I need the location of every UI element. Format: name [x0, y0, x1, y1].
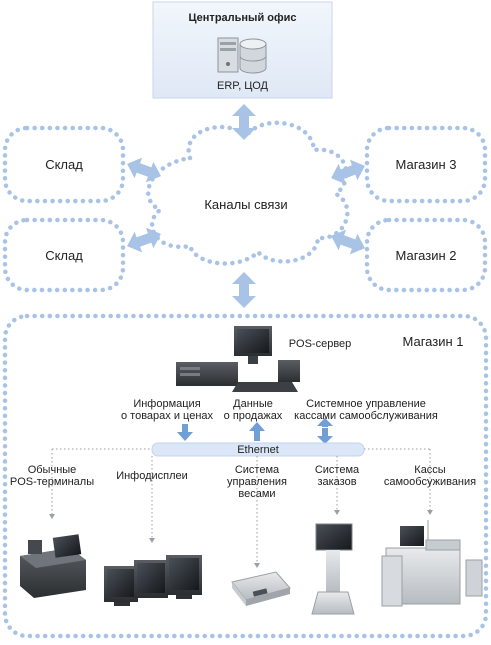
database-icon — [239, 38, 267, 74]
arrow-sales-data — [249, 422, 265, 441]
pos-terminal-icon — [20, 534, 86, 598]
order-kiosk-icon — [311, 523, 355, 615]
central-office — [152, 1, 333, 99]
store3-label: Магазин 3 — [395, 157, 457, 172]
device-self-checkout-line2: самообсуживания — [383, 476, 477, 488]
arrow-goods-info — [177, 424, 193, 441]
store2-label: Магазин 2 — [395, 248, 457, 263]
cloud-label: Каналы связи — [204, 197, 288, 212]
warehouse-bottom-label: Склад — [45, 248, 83, 263]
arrow-warehouse-bottom-cloud — [127, 227, 161, 253]
arrow-store3-cloud — [331, 159, 365, 185]
self-checkout-icon — [381, 520, 483, 607]
arrow-self-checkout-control — [317, 418, 333, 444]
store1-box — [2, 313, 489, 639]
arrow-cloud-store1 — [232, 272, 256, 308]
scale-icon — [231, 571, 291, 606]
pos-server-icon — [176, 326, 300, 392]
device-scales-line1: Система — [234, 464, 280, 476]
device-scales-line3: весами — [238, 488, 276, 500]
flow-self-checkout-line1: Системное управление — [306, 398, 426, 410]
device-pos-line2: POS-терминалы — [9, 476, 95, 488]
warehouse-top-box — [2, 125, 126, 204]
arrow-warehouse-top-cloud — [127, 157, 161, 183]
device-scales-line2: управления — [227, 476, 287, 488]
device-self-checkout-line1: Кассы — [414, 464, 446, 476]
warehouse-top-label: Склад — [45, 157, 83, 172]
store1-label: Магазин 1 — [402, 334, 464, 349]
info-displays-icon — [104, 555, 202, 606]
arrow-office-cloud — [232, 104, 256, 140]
flow-goods-info-line1: Информация — [133, 398, 201, 410]
flow-sales-data-line2: о продажах — [223, 410, 283, 422]
flow-self-checkout-line2: кассами самообслуживания — [294, 410, 438, 422]
ethernet-label: Ethernet — [237, 444, 279, 456]
warehouse-bottom-box — [2, 217, 126, 293]
store2-box — [364, 217, 488, 293]
device-info-displays: Инфодисплеи — [116, 470, 188, 482]
store3-box — [364, 125, 488, 204]
arrow-store2-cloud — [331, 229, 365, 255]
flow-goods-info-line2: о товарах и ценах — [120, 410, 214, 422]
device-orders-line1: Система — [314, 464, 360, 476]
central-office-subtitle: ERP, ЦОД — [217, 80, 268, 92]
communication-cloud — [146, 120, 350, 266]
device-pos-line1: Обычные — [27, 464, 77, 476]
server-icon — [217, 37, 239, 73]
central-office-title: Центральный офис — [188, 12, 297, 24]
device-orders-line2: заказов — [317, 476, 357, 488]
pos-server-label: POS-сервер — [288, 338, 352, 350]
flow-sales-data-line1: Данные — [233, 398, 273, 410]
